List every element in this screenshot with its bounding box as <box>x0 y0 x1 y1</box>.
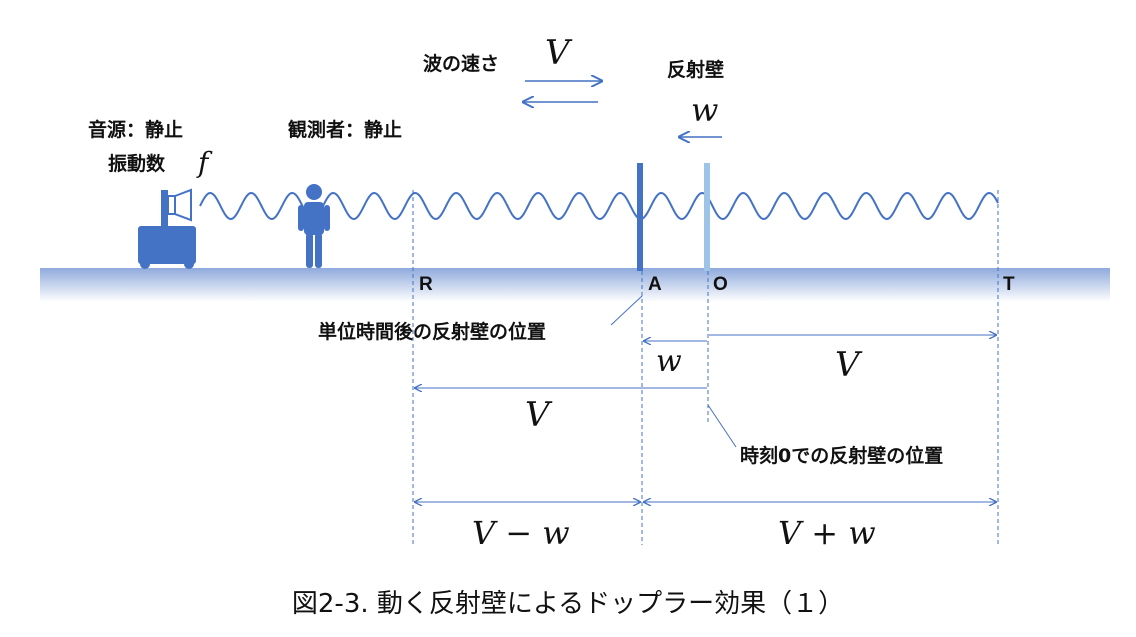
wall-after <box>637 163 643 271</box>
leader-wall-zero <box>707 404 737 448</box>
point-T: T <box>1003 274 1015 295</box>
wave-speed-label: 波の速さ <box>423 52 499 75</box>
point-O: O <box>713 274 728 295</box>
wall-speed-symbol: w <box>691 91 718 129</box>
dist-A-O: w <box>656 344 682 379</box>
wave-speed-symbol: V <box>545 33 573 73</box>
sound-wave <box>199 192 999 220</box>
source-label: 音源：静止 <box>88 118 183 141</box>
ground <box>40 268 1110 302</box>
leader-wall-after <box>610 295 643 326</box>
wall-label: 反射壁 <box>667 58 724 81</box>
sound-source <box>138 188 196 269</box>
observer-figure <box>298 184 330 268</box>
wall-at-zero <box>704 163 710 271</box>
frequency-symbol: f <box>196 146 213 179</box>
wall-after-label: 単位時間後の反射壁の位置 <box>318 320 546 343</box>
wall-at-zero-label: 時刻0での反射壁の位置 <box>740 444 943 467</box>
dist-R-A: V − w <box>472 514 570 552</box>
point-A: A <box>648 274 662 295</box>
dist-A-T: V + w <box>778 514 876 552</box>
point-R: R <box>419 274 433 295</box>
dist-O-R: V <box>525 395 553 435</box>
guide-lines <box>412 190 999 545</box>
frequency-label: 振動数 <box>108 152 166 175</box>
observer-label: 観測者：静止 <box>288 118 402 141</box>
figure-caption: 図2-3. 動く反射壁によるドップラー効果（１） <box>292 589 844 619</box>
dist-O-T: V <box>835 345 863 385</box>
